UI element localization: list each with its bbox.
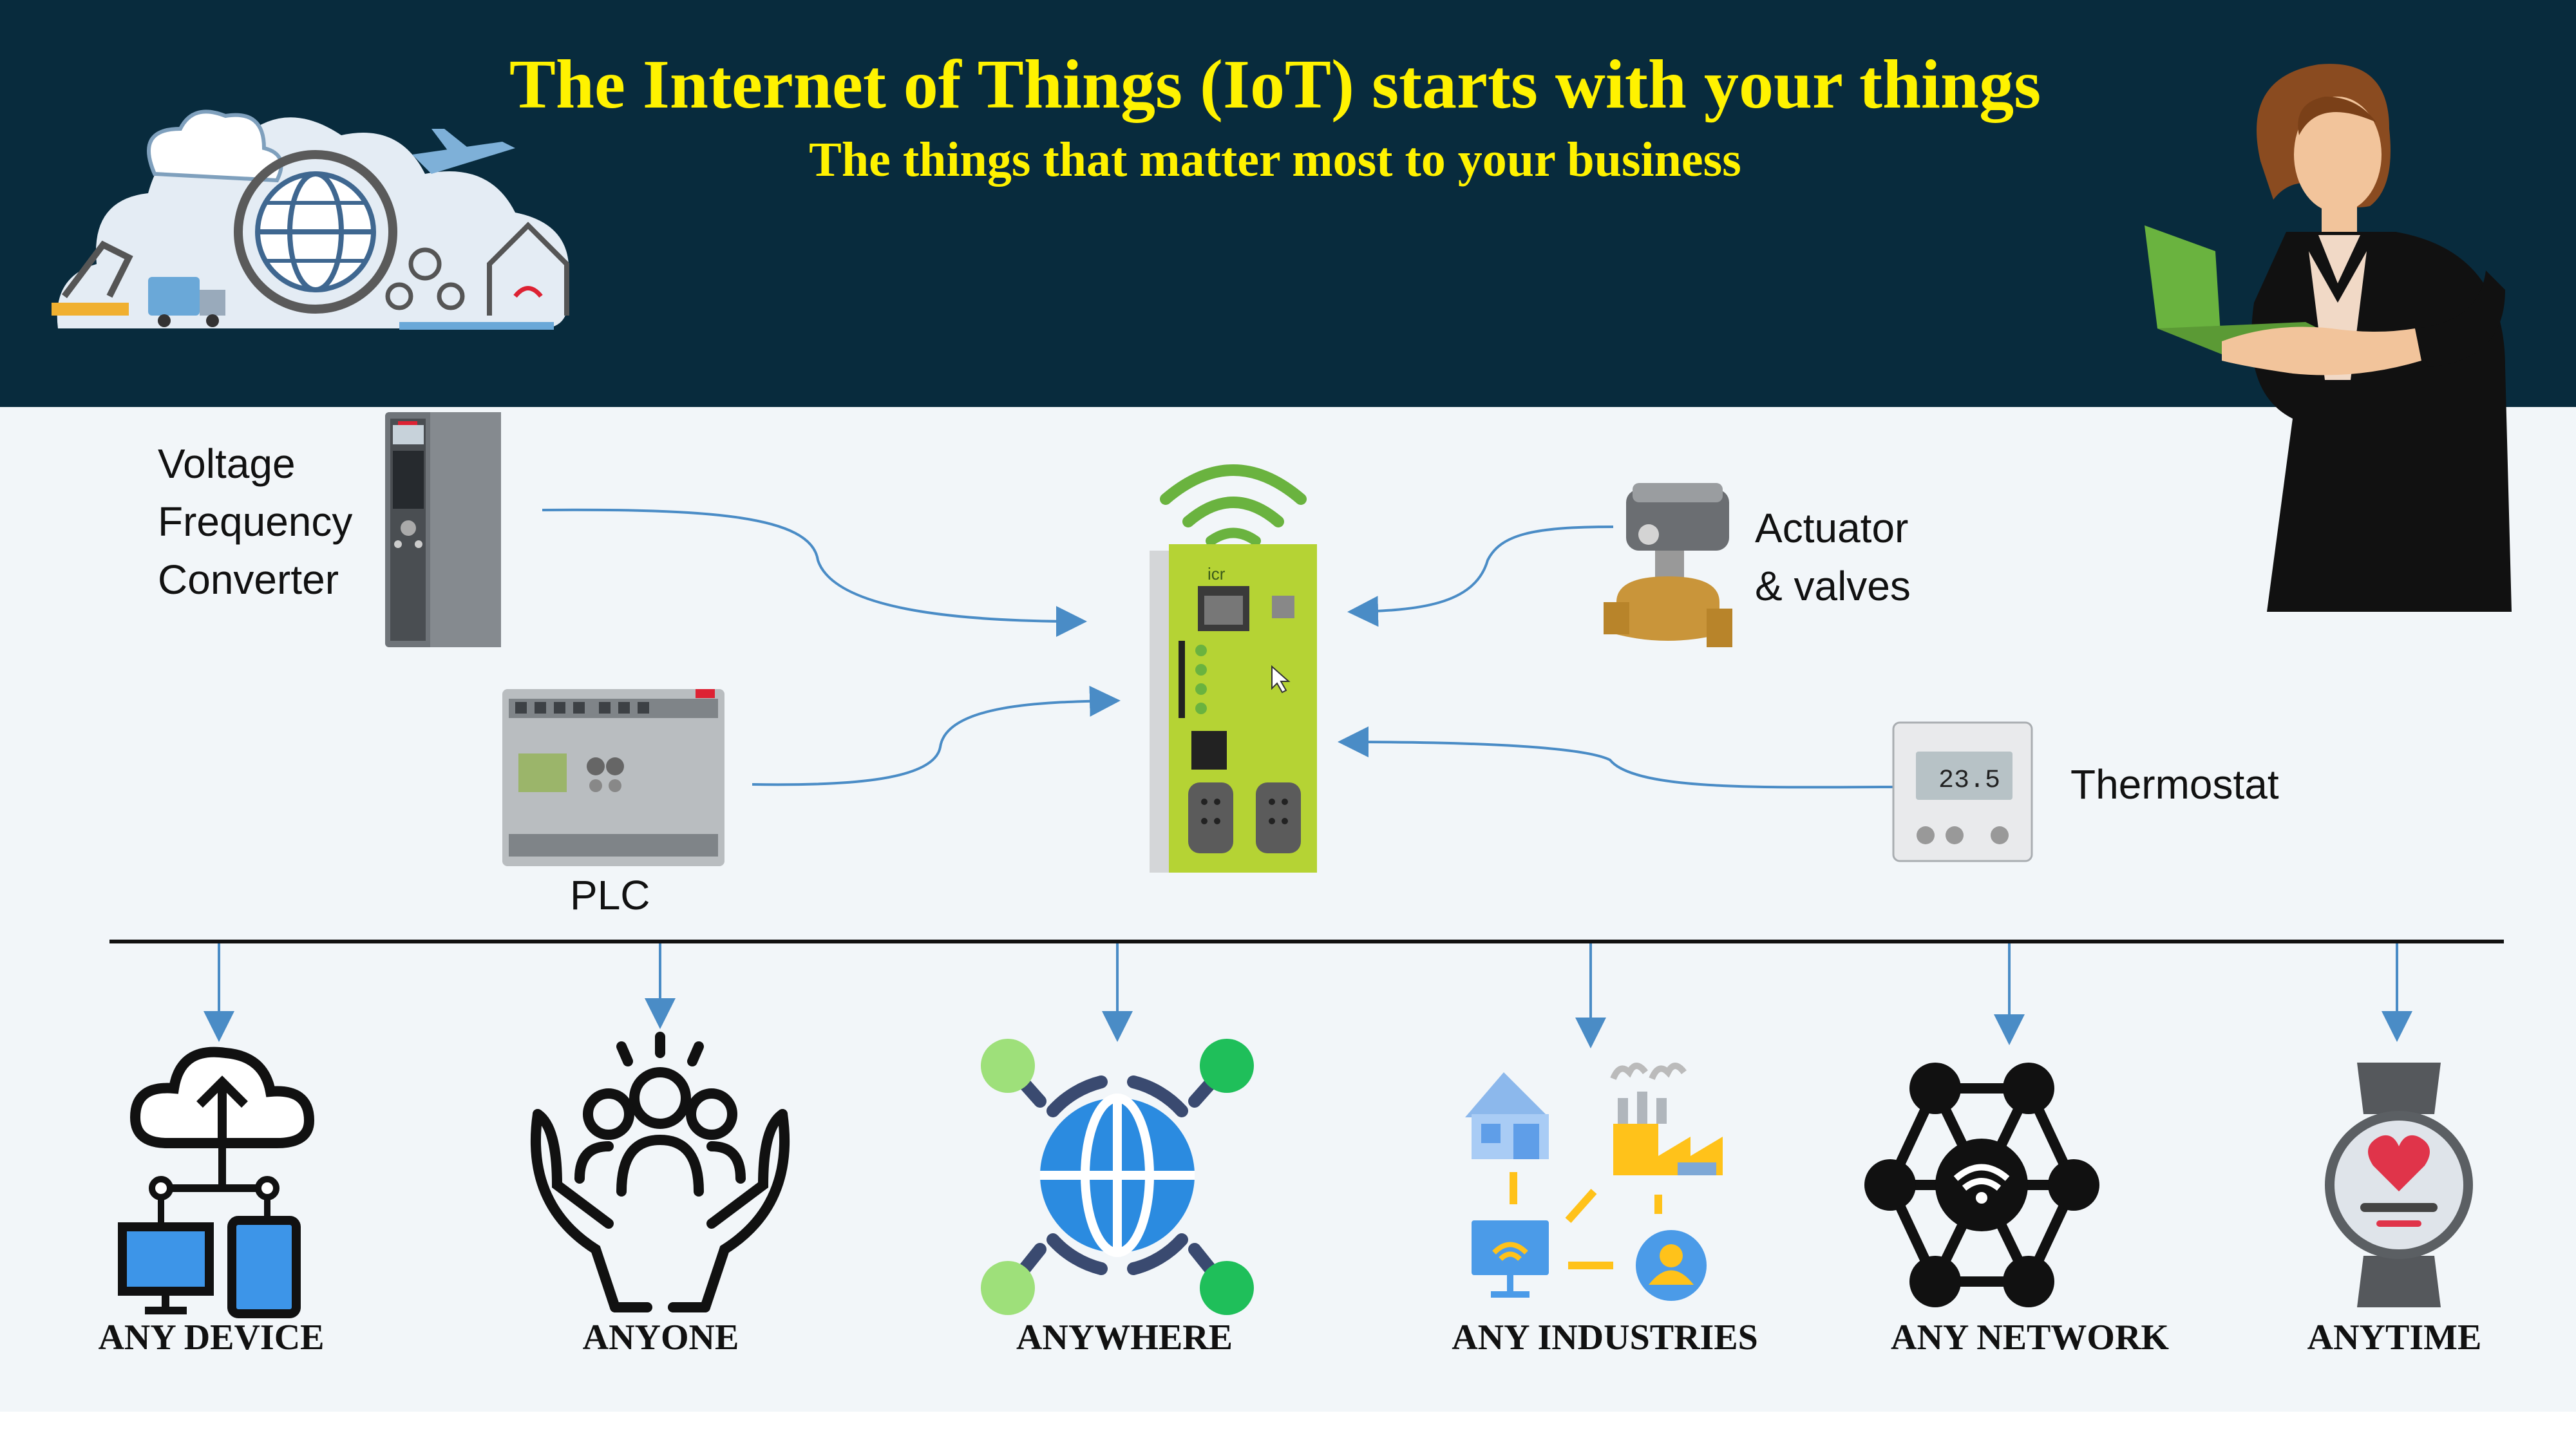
businesswoman-laptop-icon — [2145, 64, 2512, 612]
cloud-device-icon — [118, 1046, 315, 1318]
iot-cloud-globe-icon — [52, 109, 569, 330]
vfc-label-line1: Voltage — [158, 440, 296, 487]
anywhere-label: ANYWHERE — [1016, 1318, 1233, 1358]
network-hexagon-icon — [1864, 1063, 2099, 1307]
any-device-label: ANY DEVICE — [98, 1318, 325, 1358]
vfc-label-line2: Frequency — [158, 498, 353, 545]
smartwatch-icon — [2325, 1063, 2473, 1307]
plc-connector — [752, 685, 1121, 786]
vfd-drive-icon — [385, 412, 501, 647]
actuator-valve-icon — [1604, 483, 1732, 647]
thermostat-connector — [1338, 726, 1897, 789]
gateway-icon: icr — [1150, 464, 1317, 873]
plc-icon — [502, 689, 724, 866]
page-subtitle: The things that matter most to your busi… — [809, 133, 1741, 187]
plc-label: PLC — [570, 872, 650, 918]
vfc-connector — [542, 508, 1087, 637]
thermostat-icon: 23.5 — [1892, 721, 2033, 862]
anytime-label: ANYTIME — [2307, 1318, 2482, 1358]
actuator-connector — [1347, 526, 1614, 627]
vfc-label-line3: Converter — [158, 556, 339, 603]
people-hands-icon — [530, 1032, 790, 1312]
anyone-label: ANYONE — [582, 1318, 739, 1358]
wifi-signal-icon — [1160, 464, 1307, 505]
actuator-label-line1: Actuator — [1755, 505, 1909, 551]
any-network-label: ANY NETWORK — [1891, 1318, 2169, 1358]
actuator-label-line2: & valves — [1755, 563, 1911, 609]
any-industries-label: ANY INDUSTRIES — [1452, 1318, 1758, 1358]
page-title: The Internet of Things (IoT) starts with… — [509, 46, 2041, 123]
industries-icon — [1465, 1063, 1723, 1301]
thermostat-screen: 23.5 — [1938, 766, 2000, 795]
globe-network-icon — [981, 1039, 1254, 1315]
thermostat-label: Thermostat — [2070, 761, 2279, 808]
gateway-brand: icr — [1208, 564, 1226, 583]
